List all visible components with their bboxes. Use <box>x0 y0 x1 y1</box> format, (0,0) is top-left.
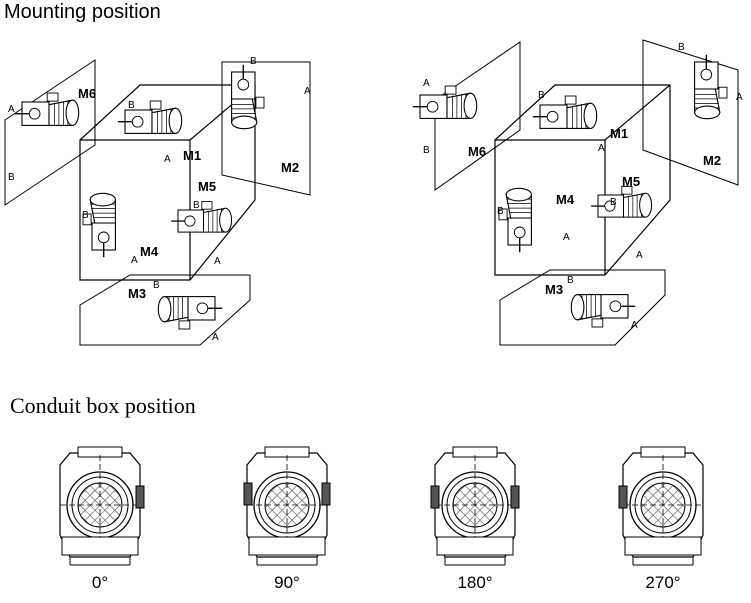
label-m2: M2 <box>703 153 721 168</box>
letter-b: B <box>193 200 200 211</box>
letter-b: B <box>250 56 257 67</box>
letter-b: B <box>610 197 617 208</box>
letter-b: B <box>153 280 160 291</box>
label-m1: M1 <box>183 148 201 163</box>
motor-m3-icon <box>157 295 223 330</box>
letter-a: A <box>563 232 570 243</box>
letter-a: A <box>164 154 171 165</box>
motor-m2-icon <box>693 54 728 120</box>
motor-m3-icon <box>570 293 636 328</box>
letter-a: A <box>636 250 643 261</box>
angle-label: 0° <box>92 573 108 592</box>
label-m3: M3 <box>128 286 146 301</box>
label-m4: M4 <box>556 192 575 207</box>
letter-a: A <box>131 255 138 266</box>
conduit-box-0: 0° <box>59 446 145 592</box>
letter-b: B <box>567 275 574 286</box>
letter-b: B <box>423 145 430 156</box>
label-m4: M4 <box>140 244 159 259</box>
right-mounting-diagram: M6 M1 M2 M4 M5 M3 A B B A B A B A B A B … <box>412 39 743 346</box>
letter-a: A <box>8 104 15 115</box>
angle-label: 180° <box>457 573 492 592</box>
motor-m6-icon <box>412 85 478 120</box>
angle-label: 90° <box>274 573 300 592</box>
letter-a: A <box>304 86 311 97</box>
left-mounting-diagram: M6 M1 M2 M4 M5 M3 A B B A B A B A B A B … <box>4 56 311 346</box>
conduit-box-180: 180° <box>430 446 520 592</box>
letter-b: B <box>678 42 685 53</box>
letter-a: A <box>214 256 221 267</box>
mounting-position-title: Mounting position <box>4 1 161 23</box>
motor-m6-icon <box>14 92 80 127</box>
label-m5: M5 <box>622 174 640 189</box>
letter-a: A <box>423 78 430 89</box>
letter-a: A <box>736 92 743 103</box>
conduit-box-position-title: Conduit box position <box>10 393 196 418</box>
label-m3: M3 <box>545 282 563 297</box>
label-m2: M2 <box>281 160 299 175</box>
label-m6: M6 <box>78 86 96 101</box>
letter-b: B <box>8 172 15 183</box>
letter-a: A <box>631 320 638 331</box>
letter-b: B <box>128 100 135 111</box>
label-m6: M6 <box>468 144 486 159</box>
letter-a: A <box>598 143 605 154</box>
label-m5: M5 <box>198 179 216 194</box>
letter-b: B <box>497 206 504 217</box>
label-m1: M1 <box>610 126 628 141</box>
angle-label: 270° <box>645 573 680 592</box>
letter-a: A <box>212 332 219 343</box>
letter-b: B <box>538 90 545 101</box>
conduit-box-270: 270° <box>618 446 704 592</box>
conduit-box-90: 90° <box>243 446 331 592</box>
motor-m2-icon <box>230 64 265 130</box>
letter-b: B <box>82 210 89 221</box>
